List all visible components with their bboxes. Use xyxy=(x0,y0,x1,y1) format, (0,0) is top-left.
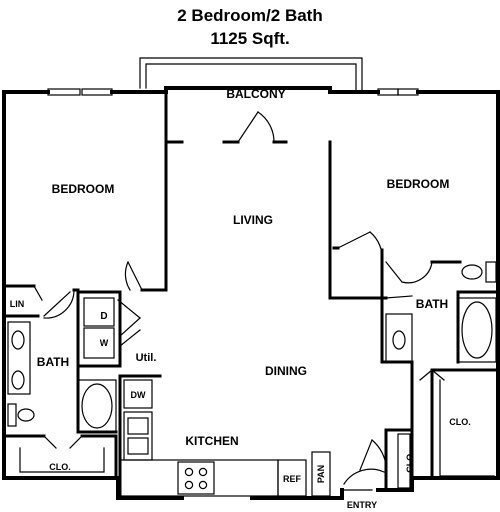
toilet-tank xyxy=(485,261,497,283)
dryer-label: D xyxy=(100,311,107,322)
closet-left-label: CLO. xyxy=(49,462,71,472)
doors xyxy=(33,111,445,491)
utility-label: Util. xyxy=(136,352,157,364)
dining-label: DINING xyxy=(265,364,307,378)
dishwasher-label: DW xyxy=(131,390,146,400)
bedroom-right-label: BEDROOM xyxy=(387,177,450,191)
closet-entry-label: CLO. xyxy=(405,451,415,473)
stove-icon xyxy=(177,461,215,495)
sink-icon xyxy=(392,330,406,350)
balcony-railing xyxy=(139,57,363,93)
living-label: LIVING xyxy=(233,213,273,227)
closet-rods xyxy=(19,379,495,477)
washer-label: W xyxy=(100,338,109,348)
kitchen-label: KITCHEN xyxy=(185,434,238,448)
dishwasher-icon xyxy=(123,379,153,409)
entry-label: ENTRY xyxy=(347,500,377,510)
tub-left xyxy=(77,379,117,433)
dryer-icon xyxy=(83,297,115,327)
kitchen-sink-icon xyxy=(127,437,149,455)
toilet-icon xyxy=(461,264,483,280)
vanity-right xyxy=(385,313,413,363)
pantry-label: PAN xyxy=(316,465,326,483)
pantry-icon xyxy=(311,451,331,497)
plan-area: 1125 Sqft. xyxy=(210,29,290,48)
sink-icon xyxy=(11,370,25,390)
refrigerator-label: REF xyxy=(283,474,302,484)
appliance-labels: D W DW REF PAN xyxy=(100,311,326,484)
bath-left-label: BATH xyxy=(37,355,69,369)
bedroom-left-label: BEDROOM xyxy=(52,182,115,196)
sink-icon xyxy=(11,330,25,350)
vanity-left xyxy=(7,321,31,395)
balcony-label: BALCONY xyxy=(226,87,285,101)
toilet-icon xyxy=(17,408,35,422)
interior-walls xyxy=(2,90,500,500)
linen-label: LIN xyxy=(10,299,25,309)
windows xyxy=(47,88,419,96)
tub-basin-icon xyxy=(461,301,493,359)
toilet-tank xyxy=(7,403,17,427)
tub-right xyxy=(457,297,497,363)
bath-right-label: BATH xyxy=(416,297,448,311)
kitchen-sink-icon xyxy=(127,417,149,435)
fixtures xyxy=(7,261,497,497)
tub-basin-icon xyxy=(81,383,113,429)
washer-icon xyxy=(83,327,115,359)
closet-right-label: CLO. xyxy=(449,417,471,427)
plan-title: 2 Bedroom/2 Bath xyxy=(177,6,323,25)
room-labels: BALCONY BEDROOM BEDROOM LIVING DINING KI… xyxy=(10,87,471,510)
refrigerator-icon xyxy=(277,459,307,497)
